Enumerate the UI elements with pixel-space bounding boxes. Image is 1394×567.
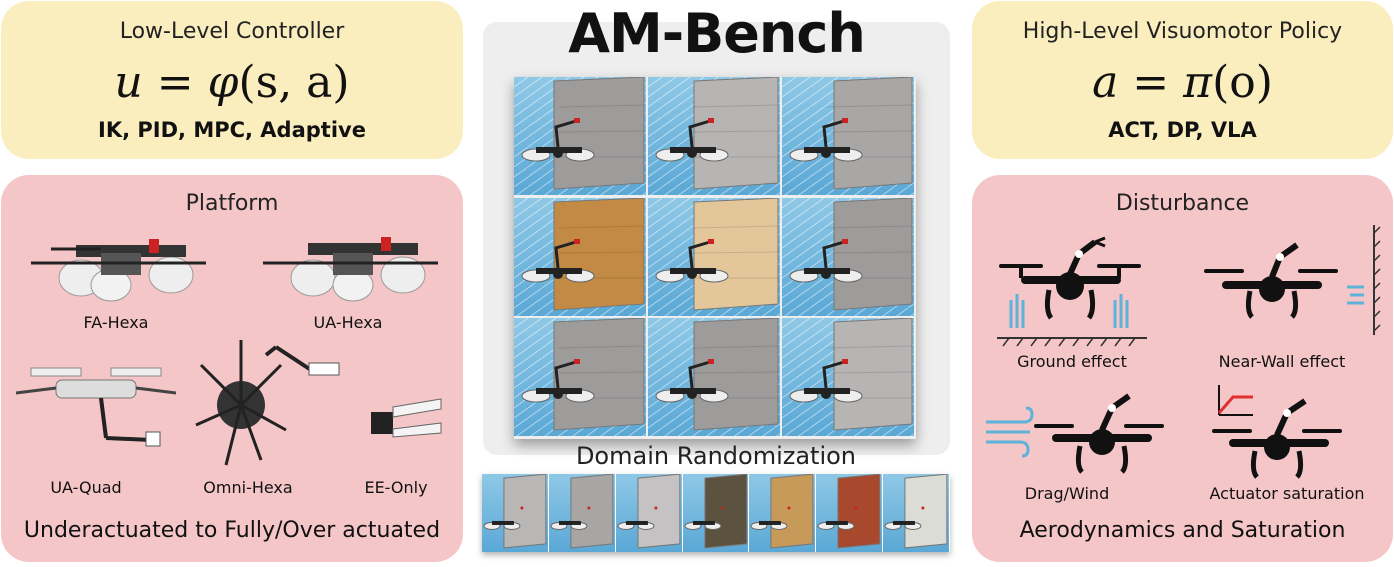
disturbance-title: Disturbance (1115, 191, 1250, 216)
task-scene-cell (648, 198, 780, 316)
platform-panel: Platform FA-Hexa UA-Hexa UA-Quad (1, 175, 463, 562)
ua-hexa-drone-illustration (263, 237, 438, 302)
formula-eq: = (156, 57, 194, 108)
high-level-policy-panel: High-Level Visuomotor Policy a = π(o) AC… (972, 1, 1393, 159)
platform-item-ee-only: EE-Only (364, 478, 428, 497)
formula-fn: φ (207, 57, 239, 108)
low-level-methods: IK, PID, MPC, Adaptive (98, 118, 366, 142)
disturbance-panel: Disturbance Ground effect (972, 175, 1393, 562)
disturbance-item-near-wall-effect: Near-Wall effect (1218, 352, 1346, 371)
formula-fn: π (1183, 57, 1213, 108)
domain-randomization-sample (749, 474, 816, 552)
formula-args: (s, a) (238, 57, 350, 108)
disturbance-footer: Aerodynamics and Saturation (1019, 518, 1346, 543)
fa-hexa-drone-illustration (31, 239, 206, 302)
domain-randomization-strip (482, 474, 950, 552)
domain-randomization-sample (615, 474, 682, 552)
ee-only-gripper-illustration (371, 398, 442, 438)
platform-item-ua-hexa: UA-Hexa (313, 313, 383, 332)
drag-wind-icon (986, 393, 1164, 474)
formula-lhs: u (114, 57, 143, 108)
low-level-controller-title: Low-Level Controller (119, 19, 345, 44)
task-scene-cell (648, 318, 780, 436)
domain-randomization-sample (816, 474, 883, 552)
platform-title: Platform (185, 191, 279, 216)
actuator-saturation-icon (1212, 385, 1342, 479)
disturbance-item-actuator-saturation: Actuator saturation (1209, 484, 1365, 503)
domain-randomization-sample (682, 474, 749, 552)
ua-quad-drone-illustration (15, 367, 177, 447)
high-level-formula: a = π(o) (972, 57, 1393, 108)
domain-randomization-title: Domain Randomization (575, 442, 857, 470)
formula-lhs: a (1092, 57, 1119, 108)
task-scene-cell (514, 198, 646, 316)
task-scene-cell (782, 77, 914, 195)
low-level-controller-panel: Low-Level Controller u = φ(s, a) IK, PID… (1, 1, 463, 159)
am-bench-title: AM-Bench (568, 2, 866, 65)
domain-randomization-sample (883, 474, 949, 552)
task-scene-grid (514, 77, 916, 439)
formula-args: (o) (1212, 57, 1273, 108)
platform-item-ua-quad: UA-Quad (50, 478, 122, 497)
high-level-methods: ACT, DP, VLA (1108, 118, 1257, 142)
platform-item-omni-hexa: Omni-Hexa (203, 478, 293, 497)
high-level-policy-title: High-Level Visuomotor Policy (1022, 19, 1343, 44)
disturbance-item-drag-wind: Drag/Wind (1024, 484, 1110, 503)
platform-item-fa-hexa: FA-Hexa (83, 313, 149, 332)
omni-hexa-drone-illustration (195, 340, 340, 466)
ground-effect-icon (997, 236, 1147, 347)
low-level-formula: u = φ(s, a) (1, 57, 463, 108)
task-scene-cell (782, 198, 914, 316)
domain-randomization-sample (482, 474, 548, 552)
disturbance-item-ground-effect: Ground effect (1017, 352, 1127, 371)
task-scene-cell (648, 77, 780, 195)
task-scene-cell (514, 318, 646, 436)
task-scene-cell (782, 318, 914, 436)
formula-eq: = (1132, 57, 1170, 108)
near-wall-effect-icon (1204, 225, 1381, 335)
task-scene-cell (514, 77, 646, 195)
domain-randomization-sample (548, 474, 615, 552)
platform-footer: Underactuated to Fully/Over actuated (23, 518, 441, 543)
